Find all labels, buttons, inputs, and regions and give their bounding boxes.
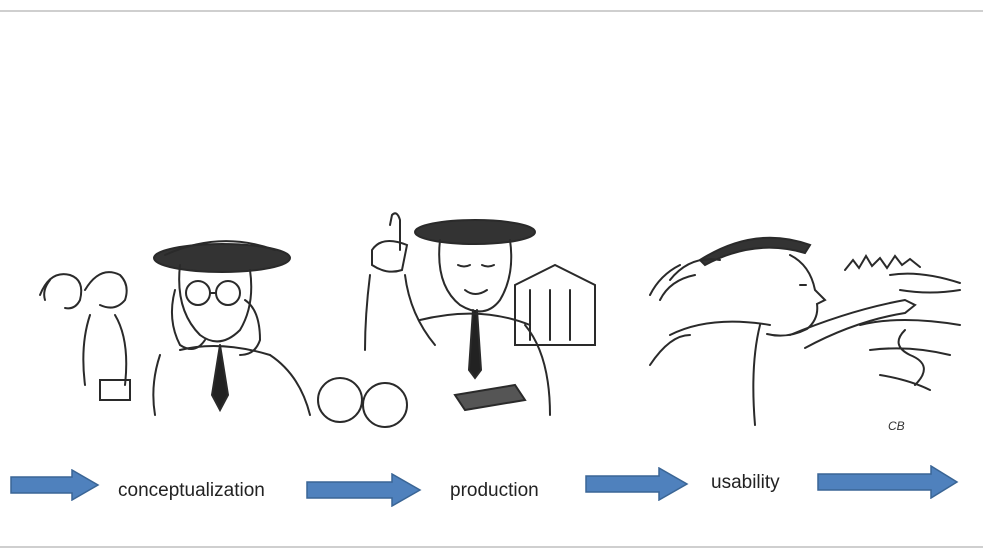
bottom-divider [0,546,983,548]
stage-label-usability: usability [711,472,780,493]
artist-signature: CB [888,419,905,433]
flow-arrow-3 [585,467,689,501]
thinking-man-sketch-icon [30,205,330,425]
stage-label-production: production [450,480,539,501]
pointing-man-sketch-icon [310,205,610,430]
flow-arrow-4 [817,465,959,499]
stage-label-conceptualization: conceptualization [118,480,265,501]
flow-arrow-1 [10,469,100,501]
woman-looking-at-landscape-sketch-icon: CB [640,205,980,435]
flow-arrow-2 [306,473,422,507]
top-divider [0,10,983,12]
